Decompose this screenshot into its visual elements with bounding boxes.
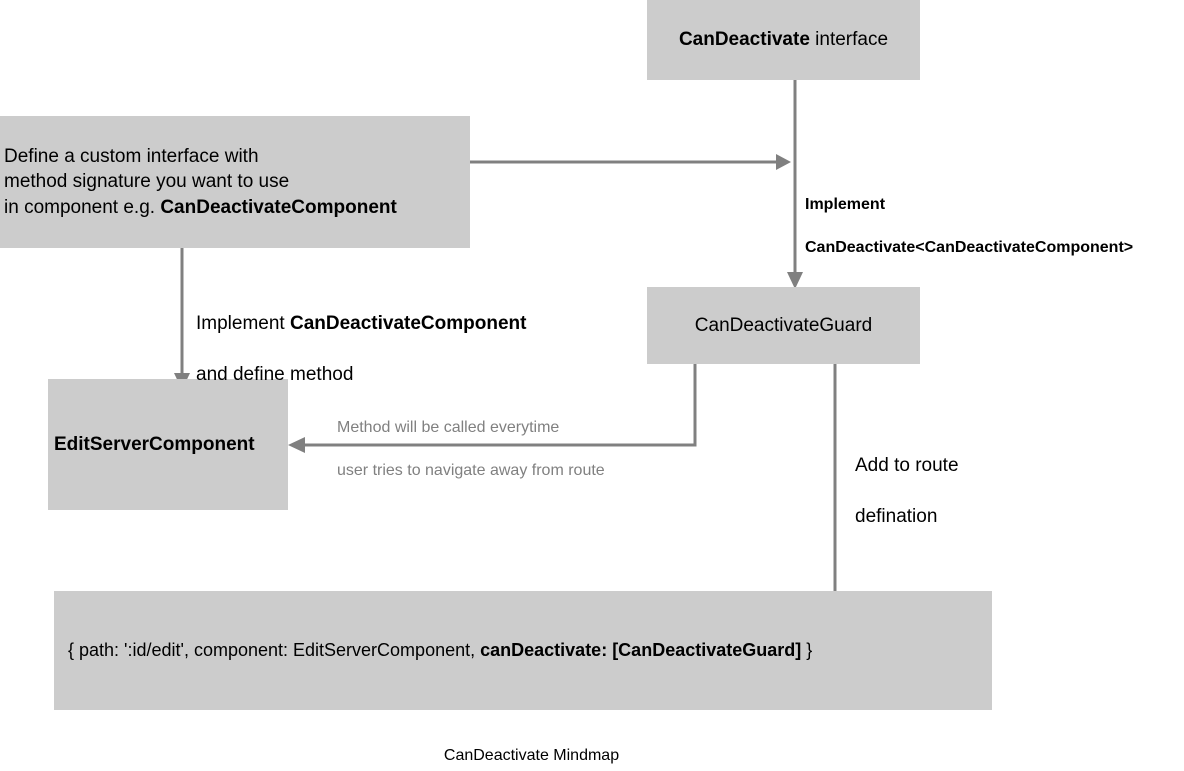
connector-guard-to-route bbox=[827, 355, 843, 623]
node-define-custom-interface-label: Define a custom interface with method si… bbox=[4, 145, 397, 218]
node-candeactivate-interface-label: CanDeactivate interface bbox=[678, 29, 889, 51]
connector-define-to-interface-line bbox=[466, 154, 791, 170]
label-method-called-note: Method will be called everytime user tri… bbox=[337, 418, 605, 479]
connector-define-to-editserver bbox=[174, 245, 190, 390]
node-route-definition[interactable]: { path: ':id/edit', component: EditServe… bbox=[54, 591, 992, 710]
node-candeactivate-interface[interactable]: CanDeactivate interface bbox=[647, 0, 920, 80]
node-route-definition-label: { path: ':id/edit', component: EditServe… bbox=[68, 640, 813, 661]
node-edit-server-component-label: EditServerComponent bbox=[54, 433, 255, 455]
label-implement-candeactivate-component: Implement CanDeactivateComponent and def… bbox=[196, 312, 527, 385]
diagram-caption: CanDeactivate Mindmap bbox=[443, 747, 620, 764]
node-edit-server-component[interactable]: EditServerComponent bbox=[48, 379, 288, 510]
label-add-to-route-defination: Add to route defination bbox=[855, 454, 959, 527]
label-implement-candeactivate-generic: Implement CanDeactivate<CanDeactivateCom… bbox=[805, 195, 1134, 256]
node-candeactivate-guard[interactable]: CanDeactivateGuard bbox=[647, 287, 920, 364]
node-define-custom-interface[interactable]: Define a custom interface with method si… bbox=[0, 116, 470, 248]
connector-interface-to-guard bbox=[787, 72, 803, 289]
node-candeactivate-guard-label: CanDeactivateGuard bbox=[694, 314, 873, 336]
